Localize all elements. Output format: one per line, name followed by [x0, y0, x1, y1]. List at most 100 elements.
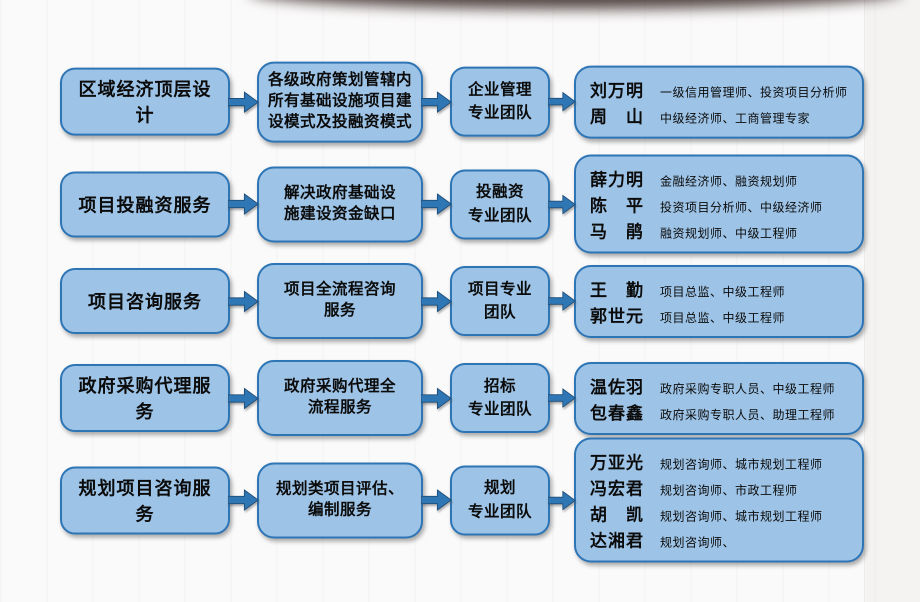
member-name: 马 鹃	[590, 222, 644, 242]
description-label: 规划类项目评估、 编制服务	[275, 480, 404, 518]
arrow-right-icon	[228, 91, 259, 113]
service-label: 规划项目咨询服务	[78, 478, 212, 524]
team-member-row: 周 山 中级经济师、工商管理专家	[590, 102, 848, 127]
service-box: 规划项目咨询服务	[60, 466, 230, 534]
description-box: 政府采购代理全 流程服务	[257, 360, 423, 436]
member-title: 一级信用管理师、投资项目分析师	[660, 85, 848, 100]
team-member-row: 陈 平 投资项目分析师、中级经济师	[590, 192, 823, 217]
team-member-row: 王 勤 项目总监、中级工程师	[590, 276, 785, 301]
member-name: 刘万明	[590, 81, 644, 101]
team-member-row: 胡 凯 规划咨询师、城市规划工程师	[590, 501, 823, 526]
member-title: 项目总监、中级工程师	[660, 284, 786, 299]
member-name: 包春鑫	[590, 403, 644, 423]
member-title: 投资项目分析师、中级经济师	[660, 200, 823, 215]
flow-row: 项目咨询服务 项目全流程咨询 服务 项目专业 团队 王 勤 项目总监、中级工程师…	[60, 263, 864, 339]
member-name: 陈 平	[590, 196, 644, 216]
team-label: 投融资 专业团队	[467, 183, 532, 224]
team-member-row: 郭世元 项目总监、中级工程师	[590, 302, 785, 327]
description-box: 项目全流程咨询 服务	[257, 263, 423, 339]
description-label: 各级政府策划管辖内 所有基础设施项目建 设模式及投融资模式	[267, 71, 412, 131]
team-member-row: 温佐羽 政府采购专职人员、中级工程师	[590, 373, 835, 398]
service-box: 项目咨询服务	[60, 268, 230, 334]
members-list: 万亚光 规划咨询师、城市规划工程师 冯宏君 规划咨询师、市政工程师 胡 凯 规划…	[590, 449, 823, 552]
team-box: 企业管理 专业团队	[450, 66, 550, 137]
arrow-right-icon	[228, 489, 259, 511]
team-label: 企业管理 专业团队	[467, 81, 532, 122]
arrow-right-icon	[228, 387, 259, 409]
arrow-right-icon	[548, 194, 576, 214]
team-member-row: 马 鹃 融资规划师、中级工程师	[590, 218, 823, 243]
arrow-right-icon	[421, 91, 452, 113]
member-name: 达湘君	[590, 531, 644, 551]
arrow-right-icon	[228, 193, 259, 215]
description-label: 项目全流程咨询 服务	[283, 281, 396, 319]
team-member-row: 包春鑫 政府采购专职人员、助理工程师	[590, 399, 835, 424]
flow-row: 项目投融资服务 解决政府基础设 施建设资金缺口 投融资 专业团队 薛力明 金融经…	[60, 154, 864, 254]
member-title: 项目总监、中级工程师	[660, 310, 786, 325]
member-name: 王 勤	[590, 280, 644, 300]
description-box: 解决政府基础设 施建设资金缺口	[257, 166, 423, 242]
member-title: 规划咨询师、市政工程师	[660, 483, 798, 498]
team-member-row: 万亚光 规划咨询师、城市规划工程师	[590, 449, 823, 474]
arrow-right-icon	[421, 489, 452, 511]
team-box: 招标 专业团队	[450, 363, 550, 433]
member-name: 郭世元	[590, 306, 644, 326]
members-box: 王 勤 项目总监、中级工程师 郭世元 项目总监、中级工程师	[574, 264, 864, 338]
member-title: 政府采购专职人员、助理工程师	[660, 407, 836, 422]
member-title: 中级经济师、工商管理专家	[660, 111, 811, 126]
member-title: 规划咨询师、城市规划工程师	[660, 509, 823, 524]
member-name: 温佐羽	[590, 377, 644, 397]
service-label: 项目咨询服务	[88, 292, 202, 312]
arrow-right-icon	[421, 193, 452, 215]
member-name: 薛力明	[590, 170, 644, 190]
members-list: 温佐羽 政府采购专职人员、中级工程师 包春鑫 政府采购专职人员、助理工程师	[590, 373, 835, 424]
flow-row: 区域经济顶层设计 各级政府策划管辖内 所有基础设施项目建 设模式及投融资模式 企…	[60, 61, 864, 143]
member-name: 周 山	[590, 107, 644, 127]
arrow-right-icon	[548, 490, 576, 510]
members-list: 王 勤 项目总监、中级工程师 郭世元 项目总监、中级工程师	[590, 276, 785, 327]
description-label: 政府采购代理全 流程服务	[283, 378, 396, 416]
service-label: 区域经济顶层设计	[78, 79, 212, 126]
members-box: 薛力明 金融经济师、融资规划师 陈 平 投资项目分析师、中级经济师 马 鹃 融资…	[574, 154, 864, 254]
service-box: 区域经济顶层设计	[60, 67, 230, 136]
member-title: 金融经济师、融资规划师	[660, 174, 798, 189]
team-box: 项目专业 团队	[450, 266, 550, 336]
members-list: 薛力明 金融经济师、融资规划师 陈 平 投资项目分析师、中级经济师 马 鹃 融资…	[590, 166, 823, 243]
arrow-right-icon	[548, 291, 576, 311]
service-label: 项目投融资服务	[78, 195, 212, 215]
member-name: 胡 凯	[590, 505, 644, 525]
member-title: 规划咨询师、城市规划工程师	[660, 457, 823, 472]
team-box: 投融资 专业团队	[450, 169, 550, 239]
member-title: 政府采购专职人员、中级工程师	[660, 381, 836, 396]
members-list: 刘万明 一级信用管理师、投资项目分析师 周 山 中级经济师、工商管理专家	[590, 76, 848, 127]
service-box: 政府采购代理服务	[60, 364, 230, 432]
member-name: 冯宏君	[590, 479, 644, 499]
members-box: 万亚光 规划咨询师、城市规划工程师 冯宏君 规划咨询师、市政工程师 胡 凯 规划…	[574, 437, 864, 563]
team-member-row: 达湘君 规划咨询师、	[590, 527, 823, 552]
members-box: 刘万明 一级信用管理师、投资项目分析师 周 山 中级经济师、工商管理专家	[574, 65, 864, 139]
team-member-row: 薛力明 金融经济师、融资规划师	[590, 166, 823, 191]
team-label: 规划 专业团队	[467, 479, 532, 520]
description-label: 解决政府基础设 施建设资金缺口	[283, 184, 396, 222]
arrow-right-icon	[421, 290, 452, 312]
team-label: 项目专业 团队	[467, 280, 532, 321]
team-box: 规划 专业团队	[450, 465, 550, 535]
team-member-row: 冯宏君 规划咨询师、市政工程师	[590, 475, 823, 500]
members-box: 温佐羽 政府采购专职人员、中级工程师 包春鑫 政府采购专职人员、助理工程师	[574, 361, 864, 435]
member-title: 融资规划师、中级工程师	[660, 226, 798, 241]
flow-row: 政府采购代理服务 政府采购代理全 流程服务 招标 专业团队 温佐羽 政府采购专职…	[60, 360, 864, 436]
arrow-right-icon	[548, 92, 576, 112]
service-label: 政府采购代理服务	[78, 376, 212, 422]
page-edge-divider	[864, 0, 865, 602]
member-title: 规划咨询师、	[660, 535, 736, 550]
arrow-right-icon	[228, 290, 259, 312]
team-label: 招标 专业团队	[467, 377, 532, 418]
arrow-right-icon	[421, 387, 452, 409]
service-box: 项目投融资服务	[60, 171, 230, 237]
flow-row: 规划项目咨询服务 规划类项目评估、 编制服务 规划 专业团队 万亚光 规划咨询师…	[60, 437, 864, 563]
member-name: 万亚光	[590, 453, 644, 473]
description-box: 规划类项目评估、 编制服务	[257, 462, 423, 538]
description-box: 各级政府策划管辖内 所有基础设施项目建 设模式及投融资模式	[257, 61, 423, 143]
